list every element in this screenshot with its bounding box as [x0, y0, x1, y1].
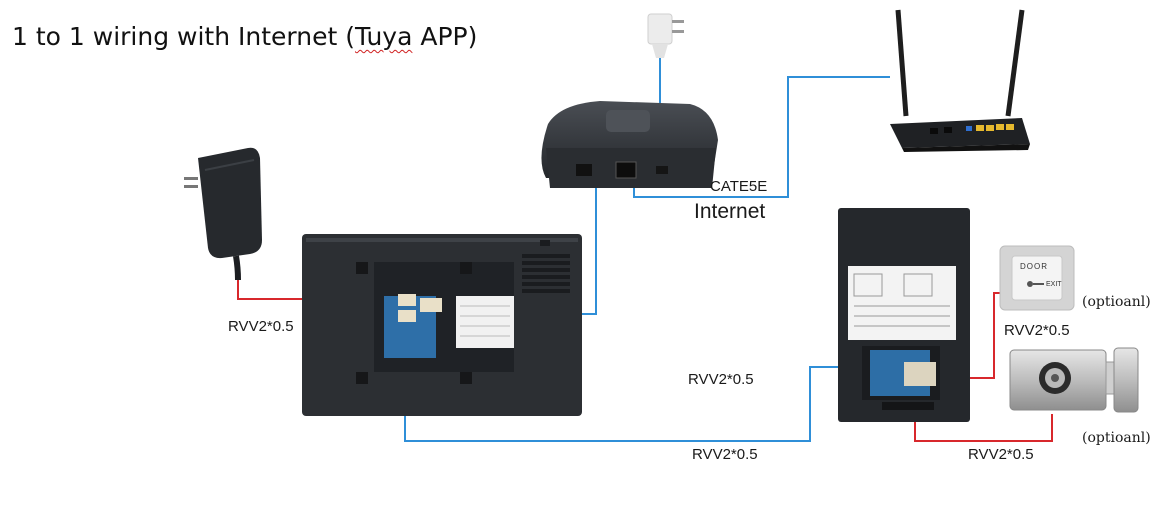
exit-button	[999, 245, 1075, 311]
label-bottom-cable: RVV2*0.5	[692, 446, 758, 463]
title-underlined-word: Tuya	[354, 22, 413, 51]
wall-plug	[647, 13, 684, 58]
label-optional-exit: (optioanl)	[1082, 294, 1151, 310]
label-lock-cable: RVV2*0.5	[968, 446, 1034, 463]
label-exit-cable: RVV2*0.5	[1004, 322, 1070, 339]
exit-button-text-bottom: EXIT	[1046, 281, 1062, 288]
label-internet: Internet	[694, 200, 766, 223]
network-hub	[541, 101, 718, 188]
exit-button-text-top: DOOR	[1020, 262, 1048, 271]
indoor-monitor	[302, 234, 582, 416]
router	[890, 9, 1030, 152]
page-title: 1 to 1 wiring with Internet (Tuya APP)	[12, 22, 478, 51]
electric-lock	[1009, 347, 1139, 413]
power-adapter	[184, 147, 262, 281]
door-station	[838, 208, 970, 422]
label-power-cable: RVV2*0.5	[228, 318, 294, 335]
label-station-cable: RVV2*0.5	[688, 371, 754, 388]
label-cat5e: CATE5E	[710, 178, 768, 195]
router-wire	[633, 76, 890, 198]
label-optional-lock: (optioanl)	[1082, 430, 1151, 446]
